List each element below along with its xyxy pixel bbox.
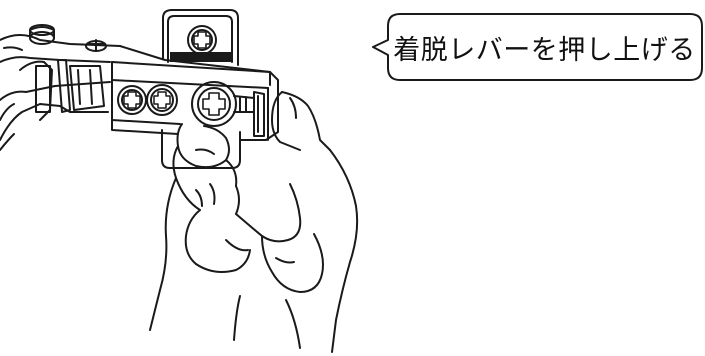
hinge-arm <box>0 34 271 151</box>
adjust-screw-3-icon <box>191 81 255 127</box>
hand-thumb <box>271 91 331 151</box>
mounting-plate <box>161 9 241 169</box>
hand-palm <box>149 149 359 353</box>
adjust-screw-2-icon <box>146 84 178 116</box>
arm-bolt-icon <box>29 24 55 45</box>
hinge-body <box>111 61 279 141</box>
callout-box <box>372 13 703 81</box>
arm-small-screw-icon <box>85 39 107 52</box>
plate-screw-icon <box>187 25 217 55</box>
adjust-screw-1-icon <box>117 85 147 115</box>
callout-label: 着脱レバーを押し上げる <box>393 34 696 66</box>
plate-shadow-strip <box>170 52 232 62</box>
